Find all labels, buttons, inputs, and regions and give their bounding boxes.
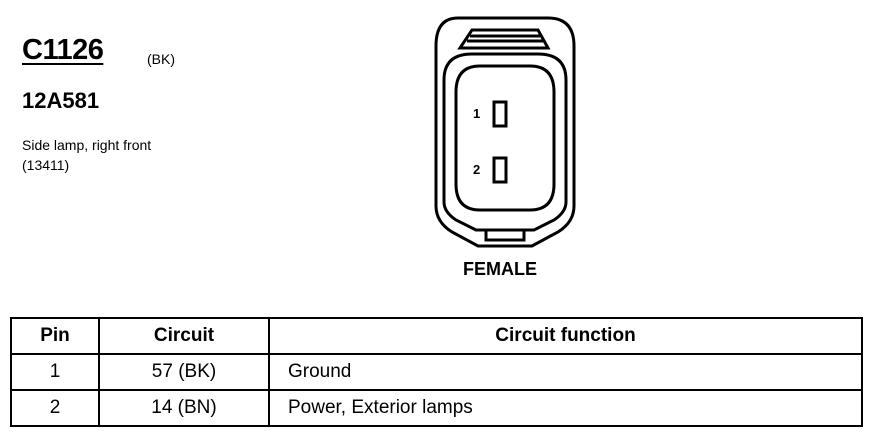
part-number: 12A581 [22, 88, 100, 113]
header-circuit: Circuit [98, 317, 270, 355]
connector-face-diagram [434, 16, 576, 248]
row-circuit: 57 (BK) [98, 353, 270, 391]
connector-housing-outer [434, 16, 576, 248]
table-row: 1 57 (BK) Ground [10, 353, 863, 391]
pin-2-label: 2 [473, 162, 481, 177]
header-pin: Pin [10, 317, 100, 355]
pin-2-terminal [492, 156, 508, 184]
connector-description: Side lamp, right front (13411) [22, 137, 152, 173]
row-pin: 1 [10, 353, 100, 391]
connector-key-tab [484, 230, 526, 242]
gender-label: FEMALE [463, 259, 537, 279]
pin-1-label: 1 [473, 106, 481, 121]
pin-1-terminal [492, 100, 508, 128]
row-circuit: 14 (BN) [98, 389, 270, 427]
row-pin: 2 [10, 389, 100, 427]
row-function: Power, Exterior lamps [268, 389, 863, 427]
table-header-row: Pin Circuit Circuit function [10, 317, 863, 355]
connector-latch [457, 28, 551, 50]
pinout-table: Pin Circuit Circuit function 1 57 (BK) G… [10, 317, 863, 427]
table-row: 2 14 (BN) Power, Exterior lamps [10, 389, 863, 427]
row-function: Ground [268, 353, 863, 391]
connector-cavity [454, 64, 556, 212]
header-circuit-function: Circuit function [268, 317, 863, 355]
connector-color: (BK) [147, 51, 175, 67]
connector-id: C1126 [22, 34, 104, 66]
connector-housing-inner [442, 52, 568, 232]
